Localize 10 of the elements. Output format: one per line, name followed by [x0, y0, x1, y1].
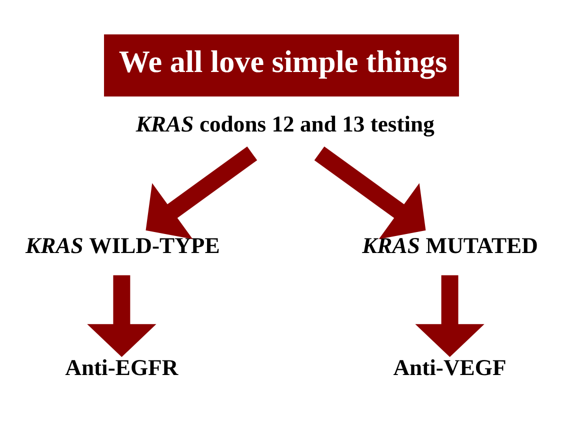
arrow [415, 274, 484, 356]
diagram-title: We all love simple things [118, 43, 448, 78]
node-text: KRAS codons 12 and 13 testing [136, 111, 434, 136]
node-text: Anti-EGFR [65, 354, 178, 380]
node-text: KRAS WILD-TYPE [26, 232, 220, 258]
arrow [314, 146, 426, 239]
arrow [146, 146, 258, 239]
node-text: Anti-VEGF [393, 354, 506, 380]
node-text: KRAS MUTATED [362, 232, 538, 258]
arrow [87, 274, 156, 356]
